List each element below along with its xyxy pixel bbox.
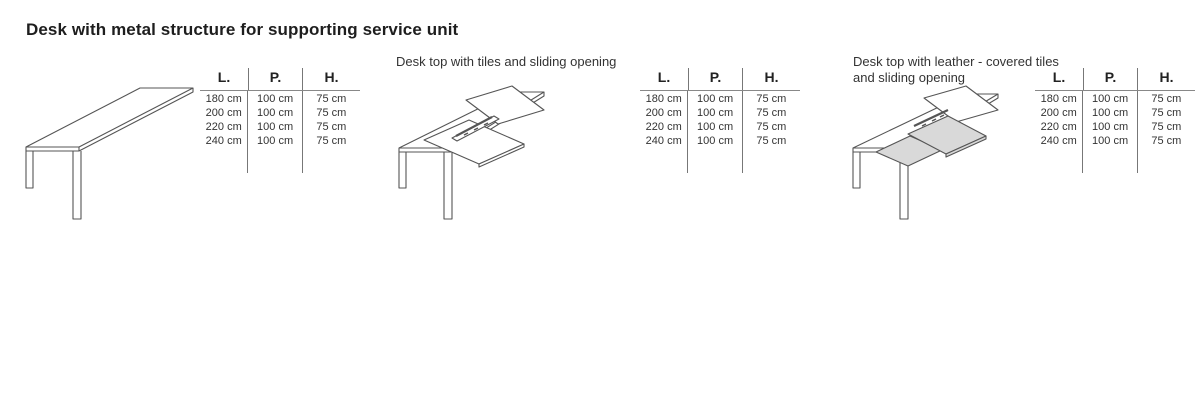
header-depth: P. bbox=[688, 68, 742, 90]
caption-line: and sliding opening bbox=[853, 70, 966, 85]
header-depth: P. bbox=[248, 68, 302, 90]
cell: 240 cm bbox=[645, 135, 682, 147]
header-length: L. bbox=[657, 69, 671, 85]
cell: 75 cm bbox=[1151, 93, 1182, 105]
desk-leather-tiles-sliding-drawing bbox=[852, 85, 999, 220]
cell: 100 cm bbox=[1092, 121, 1129, 133]
product-caption-2: Desk top with tiles and sliding opening bbox=[396, 54, 616, 70]
desk-plain-drawing bbox=[25, 87, 194, 220]
cell: 180 cm bbox=[1040, 93, 1077, 105]
cell: 75 cm bbox=[756, 93, 787, 105]
cell: 75 cm bbox=[756, 135, 787, 147]
length-column: 180 cm 200 cm 220 cm 240 cm bbox=[640, 91, 687, 173]
cell: 100 cm bbox=[1092, 93, 1129, 105]
cell: 100 cm bbox=[257, 121, 294, 133]
cell: 240 cm bbox=[205, 135, 242, 147]
depth-column: 100 cm 100 cm 100 cm 100 cm bbox=[1082, 91, 1136, 173]
cell: 75 cm bbox=[316, 135, 347, 147]
depth-column: 100 cm 100 cm 100 cm 100 cm bbox=[247, 91, 301, 173]
product-caption-3: Desk top with leather - covered tiles an… bbox=[853, 54, 1059, 86]
height-column: 75 cm 75 cm 75 cm 75 cm bbox=[301, 91, 360, 173]
cell: 100 cm bbox=[697, 135, 734, 147]
caption-line: Desk top with tiles and sliding opening bbox=[396, 54, 617, 69]
cell: 75 cm bbox=[316, 121, 347, 133]
height-column: 75 cm 75 cm 75 cm 75 cm bbox=[741, 91, 800, 173]
page-title: Desk with metal structure for supporting… bbox=[26, 20, 459, 39]
cell: 100 cm bbox=[1092, 135, 1129, 147]
cell: 75 cm bbox=[756, 107, 787, 119]
cell: 100 cm bbox=[697, 121, 734, 133]
spec-table-3: L. P. H. 180 cm 200 cm 220 cm 240 cm 100… bbox=[1035, 68, 1195, 173]
length-column: 180 cm 200 cm 220 cm 240 cm bbox=[1035, 91, 1082, 173]
cell: 200 cm bbox=[1040, 107, 1077, 119]
header-length: L. bbox=[1052, 69, 1066, 85]
header-height: H. bbox=[302, 68, 360, 90]
cell: 220 cm bbox=[645, 121, 682, 133]
length-column: 180 cm 200 cm 220 cm 240 cm bbox=[200, 91, 247, 173]
cell: 100 cm bbox=[257, 107, 294, 119]
caption-line: Desk top with leather - covered tiles bbox=[853, 54, 1059, 69]
cell: 75 cm bbox=[756, 121, 787, 133]
spec-table-2: L. P. H. 180 cm 200 cm 220 cm 240 cm 100… bbox=[640, 68, 800, 173]
cell: 180 cm bbox=[645, 93, 682, 105]
cell: 100 cm bbox=[697, 93, 734, 105]
desk-tiles-sliding-drawing bbox=[398, 85, 545, 220]
cell: 100 cm bbox=[697, 107, 734, 119]
cell: 100 cm bbox=[1092, 107, 1129, 119]
header-height: H. bbox=[742, 68, 800, 90]
cell: 220 cm bbox=[1040, 121, 1077, 133]
cell: 75 cm bbox=[1151, 107, 1182, 119]
cell: 100 cm bbox=[257, 135, 294, 147]
cell: 75 cm bbox=[316, 107, 347, 119]
header-height: H. bbox=[1137, 68, 1195, 90]
cell: 75 cm bbox=[1151, 135, 1182, 147]
cell: 240 cm bbox=[1040, 135, 1077, 147]
cell: 180 cm bbox=[205, 93, 242, 105]
header-depth: P. bbox=[1083, 68, 1137, 90]
cell: 200 cm bbox=[205, 107, 242, 119]
header-length: L. bbox=[217, 69, 231, 85]
cell: 220 cm bbox=[205, 121, 242, 133]
cell: 75 cm bbox=[1151, 121, 1182, 133]
depth-column: 100 cm 100 cm 100 cm 100 cm bbox=[687, 91, 741, 173]
height-column: 75 cm 75 cm 75 cm 75 cm bbox=[1136, 91, 1195, 173]
spec-table-1: L. P. H. 180 cm 200 cm 220 cm 240 cm 100… bbox=[200, 68, 360, 173]
cell: 100 cm bbox=[257, 93, 294, 105]
cell: 75 cm bbox=[316, 93, 347, 105]
cell: 200 cm bbox=[645, 107, 682, 119]
